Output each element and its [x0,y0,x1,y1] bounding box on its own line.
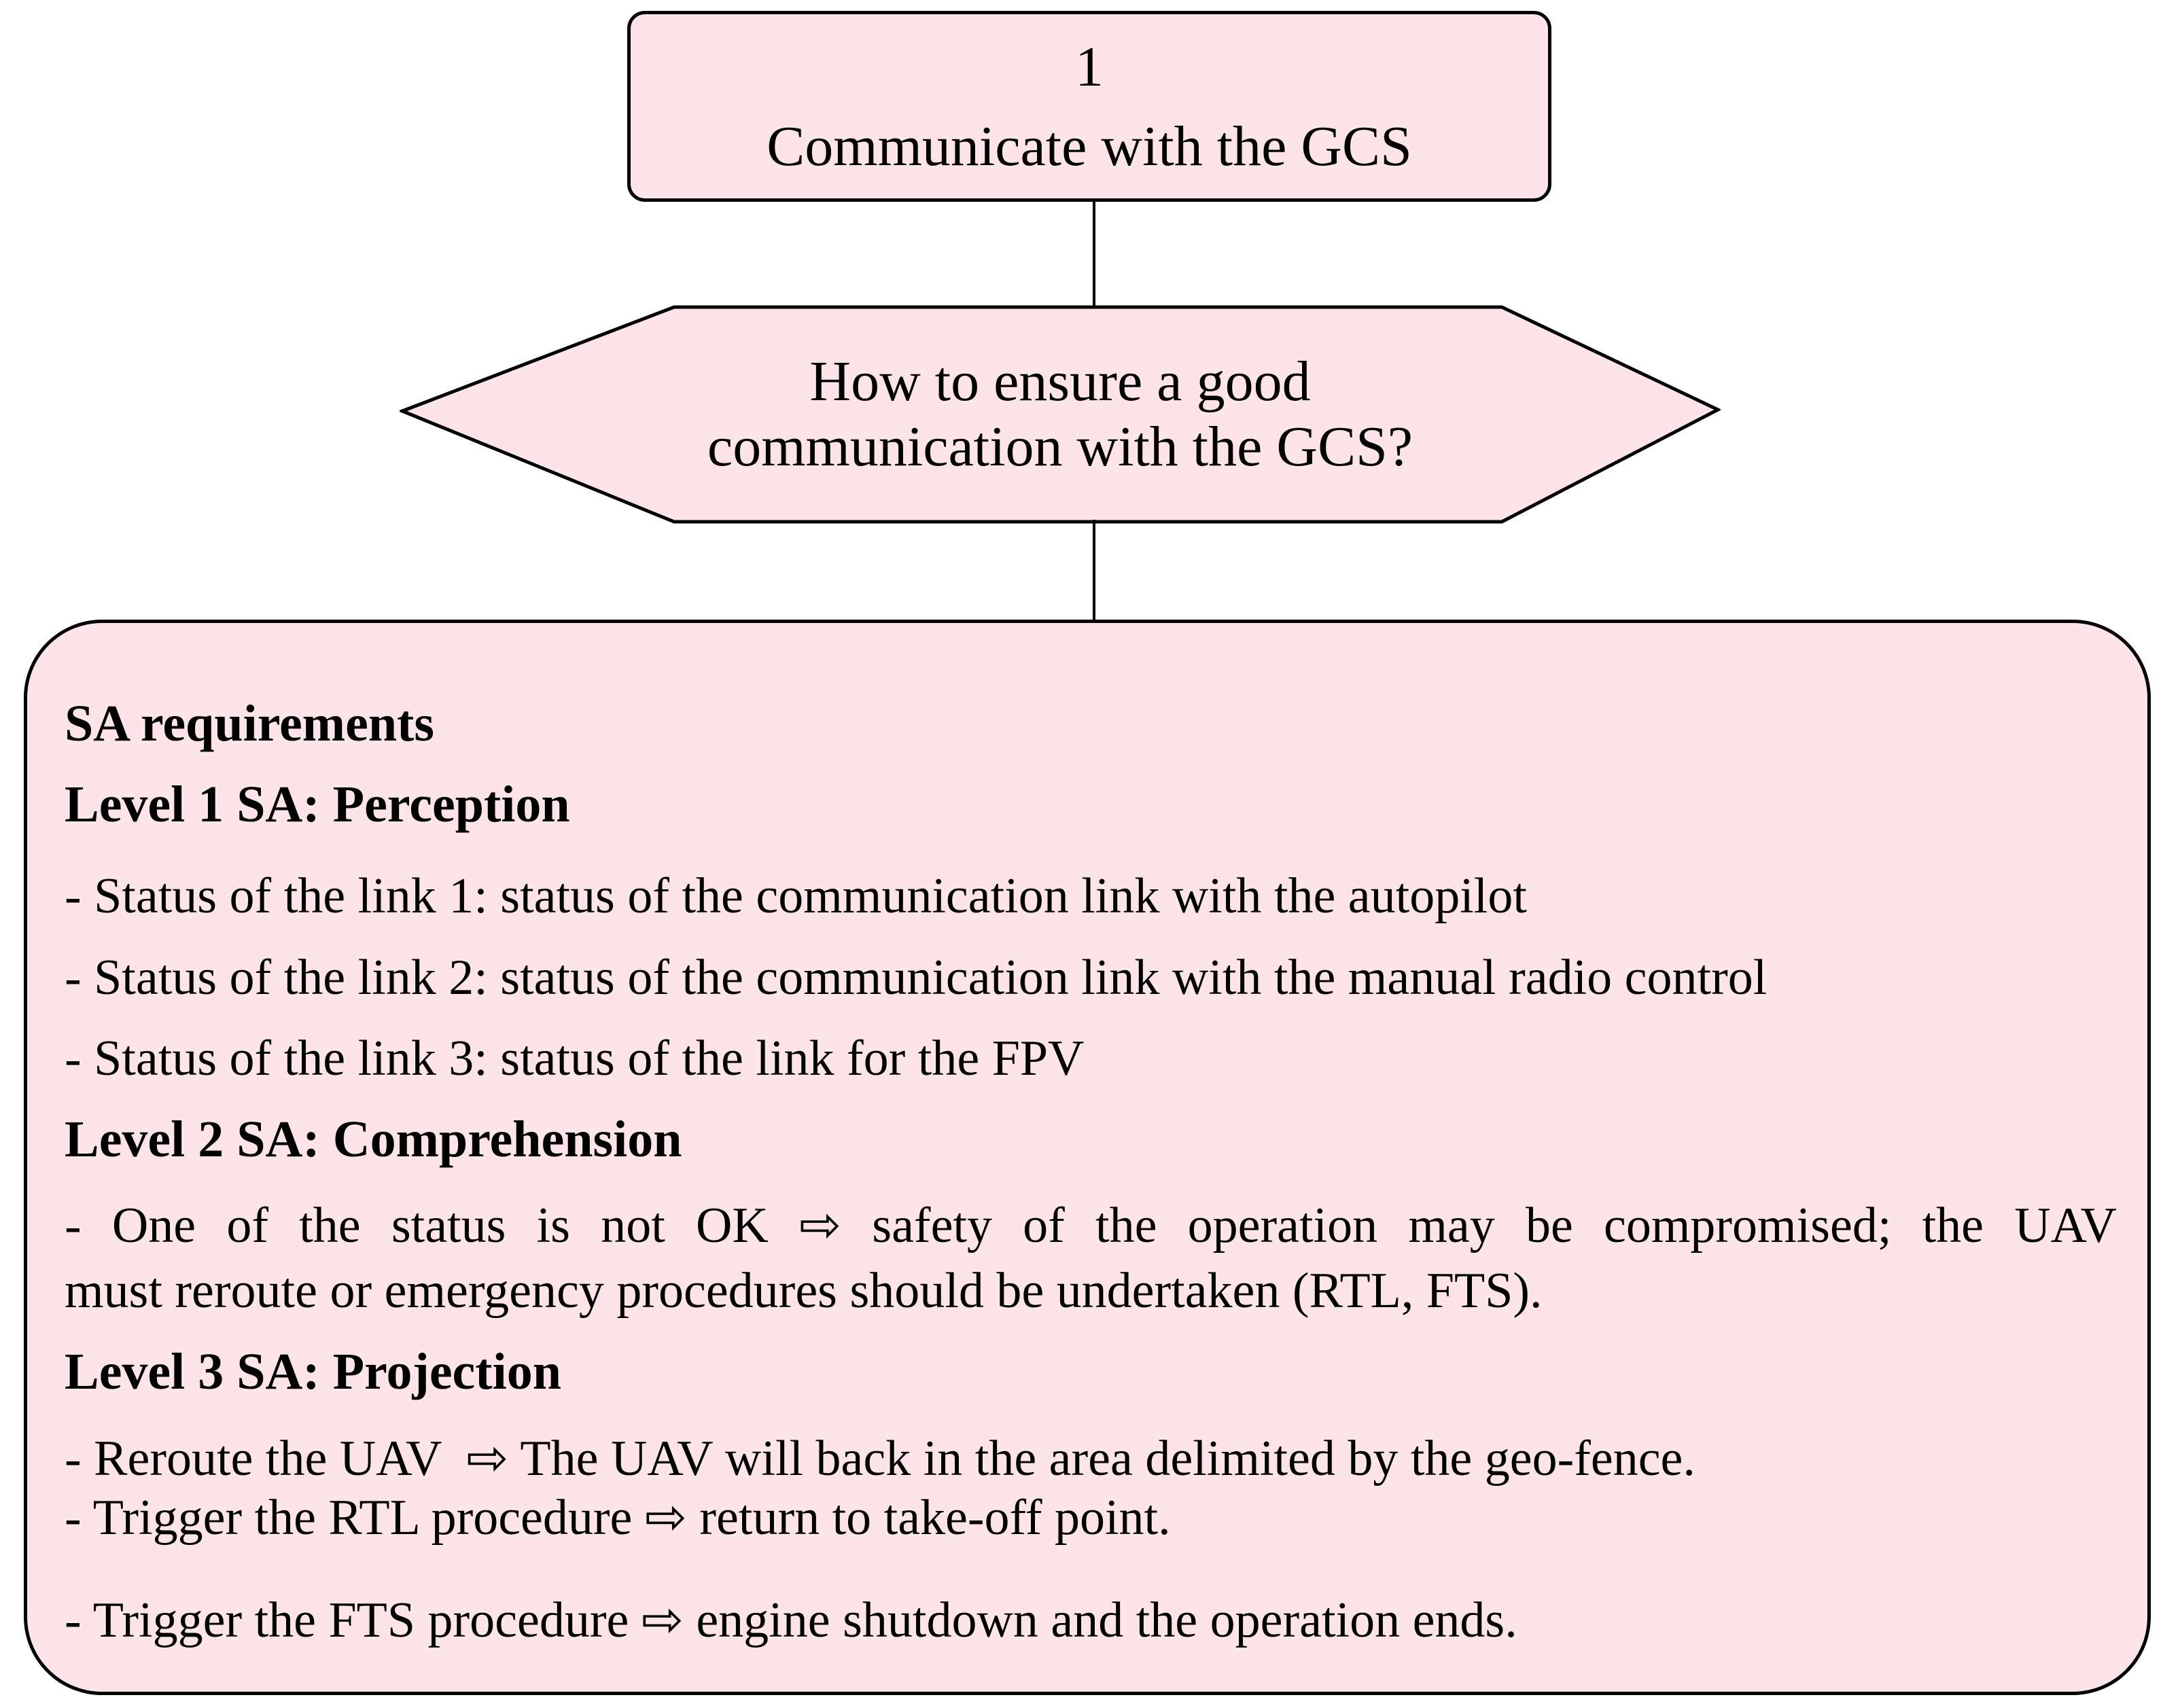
level-1-heading: Level 1 SA: Perception [65,776,570,833]
connector-top [1093,202,1095,308]
question-hexagon: How to ensure a good communication with … [400,304,1721,524]
level-3-heading: Level 3 SA: Projection [65,1343,561,1400]
sa-title: SA requirements [65,695,434,752]
step-label: Communicate with the GCS [767,114,1412,178]
question-line-1: How to ensure a good [809,350,1311,413]
question-line-2: communication with the GCS? [707,415,1413,478]
level-1-item-3: - Status of the link 3: status of the li… [65,1031,1085,1086]
step-number: 1 [1075,35,1104,99]
level-2-item-1-line-1: - One of the status is not OK ⇨ safety o… [65,1198,2117,1253]
question-text: How to ensure a good communication with … [400,304,1721,524]
level-2-item-1-line-2: must reroute or emergency procedures sho… [65,1263,1543,1319]
connector-bottom [1093,520,1095,622]
level-1-item-2: - Status of the link 2: status of the co… [65,950,1768,1006]
level-3-item-2: - Trigger the RTL procedure ⇨ return to … [65,1490,1171,1546]
level-3-item-1: - Reroute the UAV ⇨ The UAV will back in… [65,1431,1695,1487]
sa-requirements-box: SA requirements Level 1 SA: Perception -… [24,620,2151,1695]
level-1-item-1: - Status of the link 1: status of the co… [65,868,1527,924]
level-2-heading: Level 2 SA: Comprehension [65,1111,682,1168]
level-3-item-3: - Trigger the FTS procedure ⇨ engine shu… [65,1593,1517,1648]
hexagon-shape [400,305,1721,524]
step-1-box: 1 Communicate with the GCS [627,11,1551,202]
